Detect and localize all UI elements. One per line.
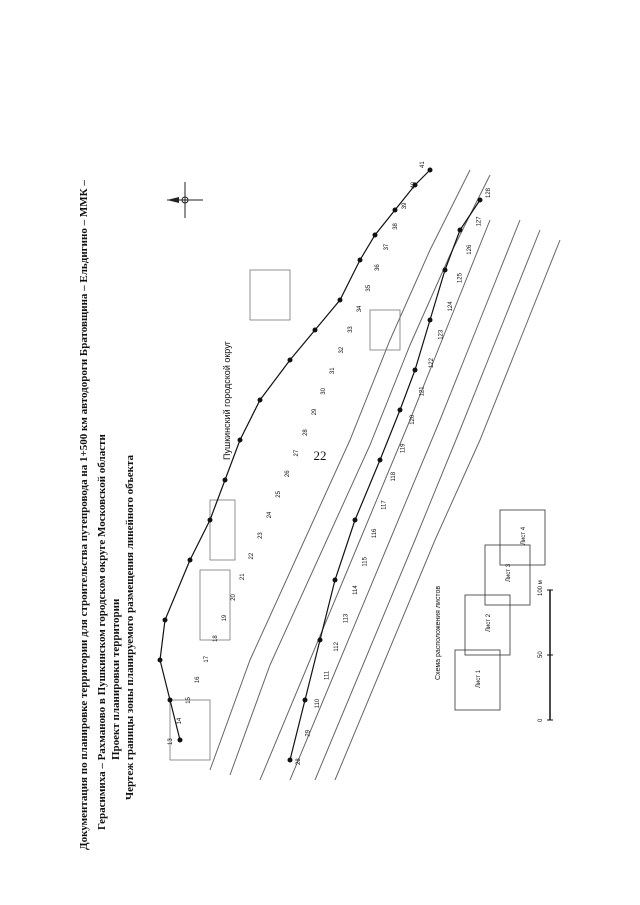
point-label: 126 [467, 244, 473, 255]
point-label: 18 [213, 635, 219, 642]
point-label: 40 [411, 181, 417, 188]
point-label: 32 [339, 346, 345, 353]
point-labels-top: 13 14 15 16 17 18 19 20 21 22 23 24 25 26 27 28 29 30 31 32… [168, 161, 426, 745]
point-label: 15 [186, 696, 192, 703]
point-label: 125 [458, 272, 464, 283]
point-label: 113 [344, 613, 350, 623]
title-block: Документация по планировке территории дл… [8, 60, 136, 860]
point-label: 127 [477, 216, 483, 227]
point-label: 24 [267, 511, 273, 518]
point-label: 123 [439, 329, 445, 340]
title-line-2: Герасимиха – Рахманово в Пушкинском горо… [96, 434, 108, 830]
page-number: 22 [313, 448, 327, 463]
point-label: 26 [285, 470, 291, 477]
point-label: 21 [240, 573, 246, 580]
sheet-4-box [499, 509, 546, 566]
sheet-2-label: Лист 2 [486, 613, 492, 632]
point-label: 111 [325, 670, 331, 680]
point-label: 20 [231, 593, 237, 600]
point-label: 22 [249, 552, 255, 559]
sheet-4-label: Лист 4 [521, 526, 527, 545]
point-label: 119 [401, 443, 407, 453]
point-label: 116 [372, 528, 378, 538]
title-line-3: Проект планировки территории [110, 598, 122, 760]
point-label: 35 [366, 284, 372, 291]
title-line-1: Документация по планировке территории дл… [78, 180, 90, 850]
point-label: 121 [420, 386, 426, 397]
sheet-1-label: Лист 1 [476, 669, 482, 688]
sheet-3-label: Лист 3 [506, 563, 512, 582]
point-label: 16 [195, 676, 201, 683]
point-label: 39 [402, 202, 408, 209]
point-label: 14 [177, 717, 183, 724]
point-label: 33 [348, 326, 354, 333]
boundary-line-bottom [289, 199, 481, 761]
scale-label-0: 0 [538, 718, 544, 722]
sheet-scheme-title: Схема расположения листов [435, 586, 442, 680]
sheet-3-box [484, 544, 531, 606]
point-label: 128 [486, 187, 492, 198]
point-label: 28 [296, 758, 302, 765]
point-label: 31 [330, 367, 336, 374]
boundary-points-bottom [287, 197, 483, 763]
point-label: 34 [357, 305, 363, 312]
scale-bar: 0 50 100 м [538, 580, 553, 722]
buildings [169, 269, 401, 761]
point-label: 25 [276, 490, 282, 497]
scale-label-100: 100 м [538, 580, 544, 596]
point-label: 117 [382, 500, 388, 510]
scale-label-50: 50 [538, 651, 544, 658]
sheet-2-box [464, 594, 511, 656]
point-label: 29 [312, 408, 318, 415]
roads [209, 169, 561, 780]
point-label: 28 [303, 429, 309, 436]
point-label: 114 [353, 585, 359, 595]
point-label: 23 [258, 532, 264, 539]
boundary-points-top [157, 167, 433, 743]
point-label: 118 [391, 471, 397, 481]
point-label: 115 [363, 556, 369, 566]
point-label: 36 [375, 264, 381, 271]
sheet-1-box [454, 649, 501, 711]
map-drawing: Пушкинский городской округ Схема располо… [157, 161, 561, 780]
point-label: 27 [294, 449, 300, 456]
sheet-scheme: Схема расположения листов Лист 1 Лист 2 … [435, 509, 546, 711]
point-labels-bottom: 28 29 110 111 112 113 114 115 116 117 118 119 120 121… [296, 187, 492, 765]
point-label: 37 [384, 243, 390, 250]
point-label: 30 [321, 387, 327, 394]
point-label: 13 [168, 738, 174, 745]
point-label: 19 [222, 614, 228, 621]
point-label: 110 [315, 698, 321, 708]
north-arrow-icon [167, 182, 203, 218]
title-line-4: Чертеж границы зоны планируемого размеще… [124, 454, 136, 800]
point-label: 17 [204, 655, 210, 662]
point-label: 112 [334, 641, 340, 651]
point-label: 41 [420, 161, 426, 168]
point-label: 122 [429, 357, 435, 368]
point-label: 120 [410, 414, 416, 425]
point-label: 29 [306, 729, 312, 736]
district-label: Пушкинский городской округ [222, 340, 232, 460]
point-label: 124 [448, 301, 454, 312]
point-label: 38 [393, 222, 399, 229]
